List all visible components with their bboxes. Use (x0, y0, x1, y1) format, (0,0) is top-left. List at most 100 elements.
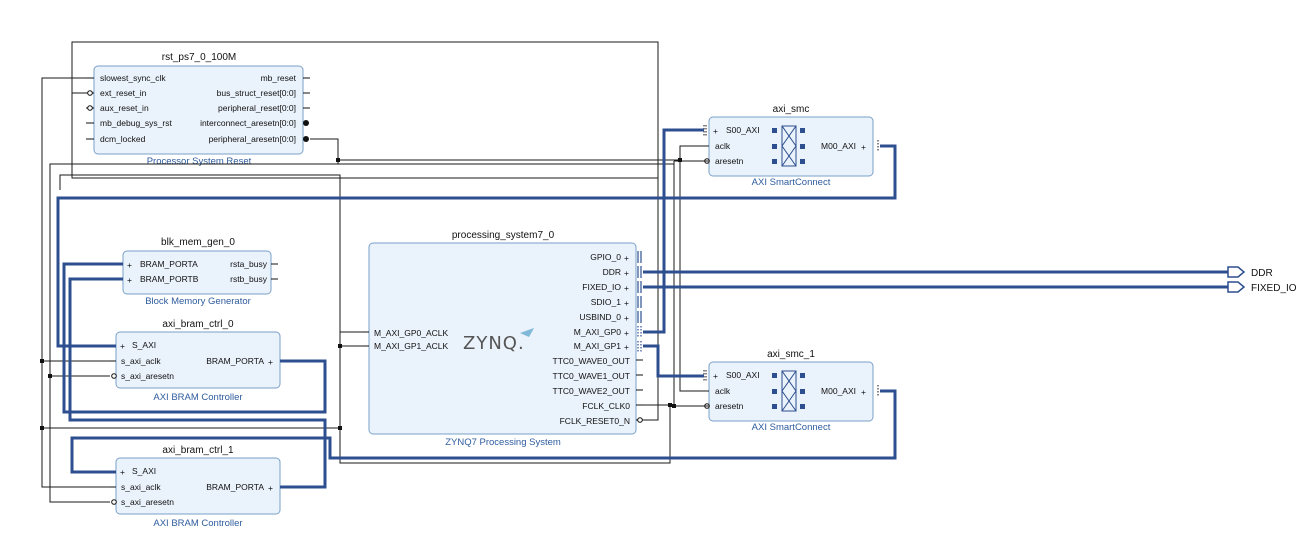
port-interconnect-aresetn: interconnect_aresetn[0:0] (200, 118, 296, 128)
port-ttc0-wave1-out: TTC0_WAVE1_OUT (553, 371, 630, 381)
port-peripheral-aresetn: peripheral_aresetn[0:0] (209, 134, 296, 144)
port-ddr: DDR (603, 267, 621, 277)
svg-text:+: + (624, 313, 629, 323)
port-aresetn: aresetn (715, 401, 744, 411)
block-axi-bram-ctrl-0[interactable]: axi_bram_ctrl_0 + S_AXI s_axi_aclk s_axi… (110, 319, 281, 403)
port-s-axi: S_AXI (132, 340, 156, 350)
smartconnect-icon (772, 370, 805, 412)
svg-text:+: + (624, 328, 629, 338)
port-aclk: aclk (715, 386, 731, 396)
block-subtitle: AXI SmartConnect (752, 177, 831, 188)
plus-icon: + (713, 126, 718, 136)
plus-icon: + (120, 341, 125, 351)
port-m-axi-gp1-aclk: M_AXI_GP1_ACLK (374, 341, 449, 351)
port-rstb-busy: rstb_busy (230, 274, 268, 284)
port-s-axi-aresetn: s_axi_aresetn (121, 497, 174, 507)
port-arrow-icon (1227, 281, 1246, 293)
port-ttc0-wave2-out: TTC0_WAVE2_OUT (553, 386, 630, 396)
block-body[interactable] (368, 242, 637, 435)
plus-icon: + (120, 467, 125, 477)
block-axi-smc-1[interactable]: axi_smc_1 + S00_AXI aclk aresetn M00_AXI… (703, 349, 879, 433)
block-axi-bram-ctrl-1[interactable]: axi_bram_ctrl_1 + S_AXI s_axi_aclk s_axi… (110, 445, 281, 529)
clock-reset-wires (40, 42, 709, 503)
block-title: axi_bram_ctrl_0 (162, 319, 234, 330)
port-peripheral-reset: peripheral_reset[0:0] (218, 103, 296, 113)
port-fclk-clk0: FCLK_CLK0 (582, 401, 630, 411)
port-s-axi-aresetn: s_axi_aresetn (121, 371, 174, 381)
plus-icon: + (127, 275, 132, 285)
port-mb-reset: mb_reset (261, 73, 297, 83)
port-m-axi-gp0: M_AXI_GP0 (574, 327, 622, 337)
port-mb-debug-sys-rst: mb_debug_sys_rst (100, 118, 172, 128)
port-ttc0-wave0-out: TTC0_WAVE0_OUT (553, 356, 630, 366)
external-port-label: DDR (1251, 268, 1273, 279)
block-title: axi_smc (773, 104, 810, 115)
block-subtitle: AXI BRAM Controller (153, 392, 242, 403)
port-m00-axi: M00_AXI (821, 141, 856, 151)
smartconnect-icon (772, 125, 805, 167)
block-subtitle: Block Memory Generator (145, 296, 251, 307)
port-aux-reset-in: aux_reset_in (100, 103, 149, 113)
block-blk-mem-gen[interactable]: blk_mem_gen_0 + BRAM_PORTA + BRAM_PORTB … (122, 237, 278, 307)
port-aclk: aclk (715, 141, 731, 151)
block-rst-ps7[interactable]: rst_ps7_0_100M slowest_sync_clk ext_rese… (86, 52, 310, 167)
plus-icon: + (268, 357, 273, 367)
port-s-axi: S_AXI (132, 466, 156, 476)
plus-icon: + (127, 260, 132, 270)
port-fixed-io: FIXED_IO (582, 282, 621, 292)
port-bram-portb: BRAM_PORTB (140, 274, 199, 284)
port-dcm-locked: dcm_locked (100, 134, 146, 144)
block-subtitle: AXI BRAM Controller (153, 518, 242, 529)
port-fclk-reset0-n: FCLK_RESET0_N (560, 416, 630, 426)
port-bram-porta: BRAM_PORTA (206, 482, 264, 492)
svg-text:+: + (624, 283, 629, 293)
external-port-ddr[interactable]: DDR (1227, 266, 1273, 279)
block-body[interactable] (93, 65, 304, 155)
svg-text:+: + (624, 298, 629, 308)
svg-text:+: + (624, 253, 629, 263)
port-s00-axi: S00_AXI (726, 125, 760, 135)
port-m00-axi: M00_AXI (821, 386, 856, 396)
block-subtitle: AXI SmartConnect (752, 422, 831, 433)
port-m-axi-gp1: M_AXI_GP1 (574, 341, 622, 351)
port-aresetn: aresetn (715, 156, 744, 166)
plus-icons: + + + + + + + (624, 253, 629, 352)
external-port-fixed-io[interactable]: FIXED_IO (1227, 281, 1297, 294)
port-slowest-sync-clk: slowest_sync_clk (100, 73, 166, 83)
block-title: processing_system7_0 (452, 230, 555, 241)
block-title: blk_mem_gen_0 (161, 237, 235, 248)
port-usbind-0: USBIND_0 (579, 312, 621, 322)
port-bus-struct-reset: bus_struct_reset[0:0] (217, 88, 296, 98)
plus-icon: + (713, 371, 718, 381)
port-s-axi-aclk: s_axi_aclk (121, 482, 161, 492)
zynq-logo: ZYNQ. (463, 333, 525, 354)
block-subtitle: ZYNQ7 Processing System (445, 437, 561, 448)
port-m-axi-gp0-aclk: M_AXI_GP0_ACLK (374, 328, 449, 338)
port-s-axi-aclk: s_axi_aclk (121, 356, 161, 366)
plus-icon: + (268, 483, 273, 493)
port-rsta-busy: rsta_busy (230, 259, 268, 269)
ps7-bus-pins (637, 251, 642, 353)
plus-icon: + (861, 142, 866, 152)
block-title: axi_smc_1 (767, 349, 815, 360)
external-port-label: FIXED_IO (1251, 283, 1297, 294)
port-bram-porta: BRAM_PORTA (206, 356, 264, 366)
block-title: rst_ps7_0_100M (162, 52, 237, 63)
svg-text:+: + (624, 342, 629, 352)
port-arrow-icon (1227, 266, 1246, 278)
axi-bus-wires (56, 128, 1228, 489)
port-bram-porta: BRAM_PORTA (140, 259, 198, 269)
block-body[interactable] (122, 250, 272, 295)
zynq-logo-mark (520, 328, 534, 337)
port-ext-reset-in: ext_reset_in (100, 88, 147, 98)
plus-icon: + (861, 387, 866, 397)
block-subtitle: Processor System Reset (147, 156, 252, 167)
block-axi-smc[interactable]: axi_smc + S00_AXI aclk aresetn M00_AXI +… (703, 104, 879, 188)
block-processing-system7[interactable]: processing_system7_0 M_AXI_GP0_ACLK M_AX… (362, 230, 643, 448)
port-sdio-1: SDIO_1 (591, 297, 622, 307)
svg-text:+: + (624, 268, 629, 278)
port-gpio-0: GPIO_0 (590, 252, 621, 262)
port-s00-axi: S00_AXI (726, 370, 760, 380)
block-title: axi_bram_ctrl_1 (162, 445, 234, 456)
